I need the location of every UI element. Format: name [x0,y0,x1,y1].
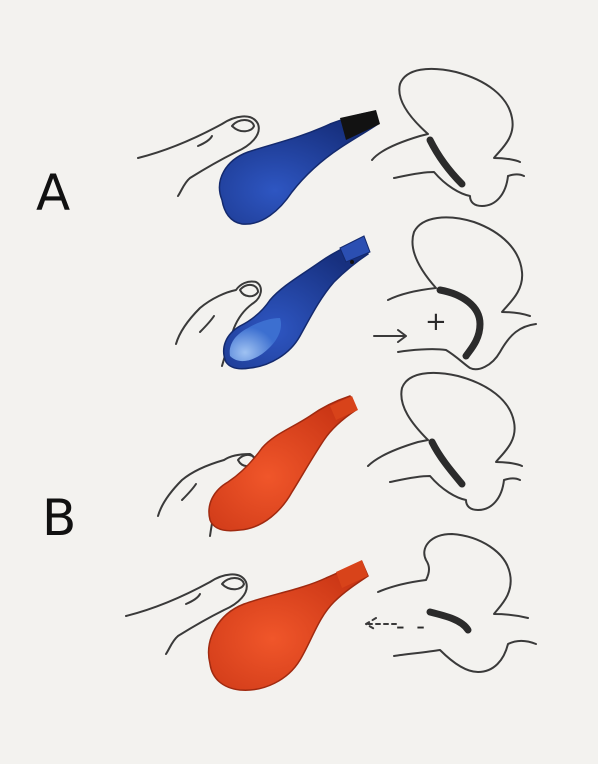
positive-pressure-sign: + [425,309,447,335]
row-a2 [176,217,536,369]
fingernail-a2 [240,285,258,296]
eardrum-b1 [432,442,462,484]
bulb-b1 [209,396,356,531]
arrow-out-b2 [366,618,396,630]
eardrum-a1 [430,140,462,184]
ear-b2 [378,534,536,672]
ear-a1 [372,69,524,206]
row-b2 [126,534,536,690]
eardrum-b2 [430,612,468,630]
negative-pressure-sign: - - [396,614,427,638]
ear-b1 [368,373,522,510]
arrow-in-a2 [374,330,406,342]
fingernail-b2 [222,578,244,589]
fingernail-a1 [232,120,254,131]
ear-a2 [388,217,536,369]
panel-label-b: B [42,493,76,543]
row-b1 [158,373,522,536]
row-a1 [138,69,524,224]
nozzle-a2 [340,236,370,262]
panel-label-a: A [36,168,70,218]
